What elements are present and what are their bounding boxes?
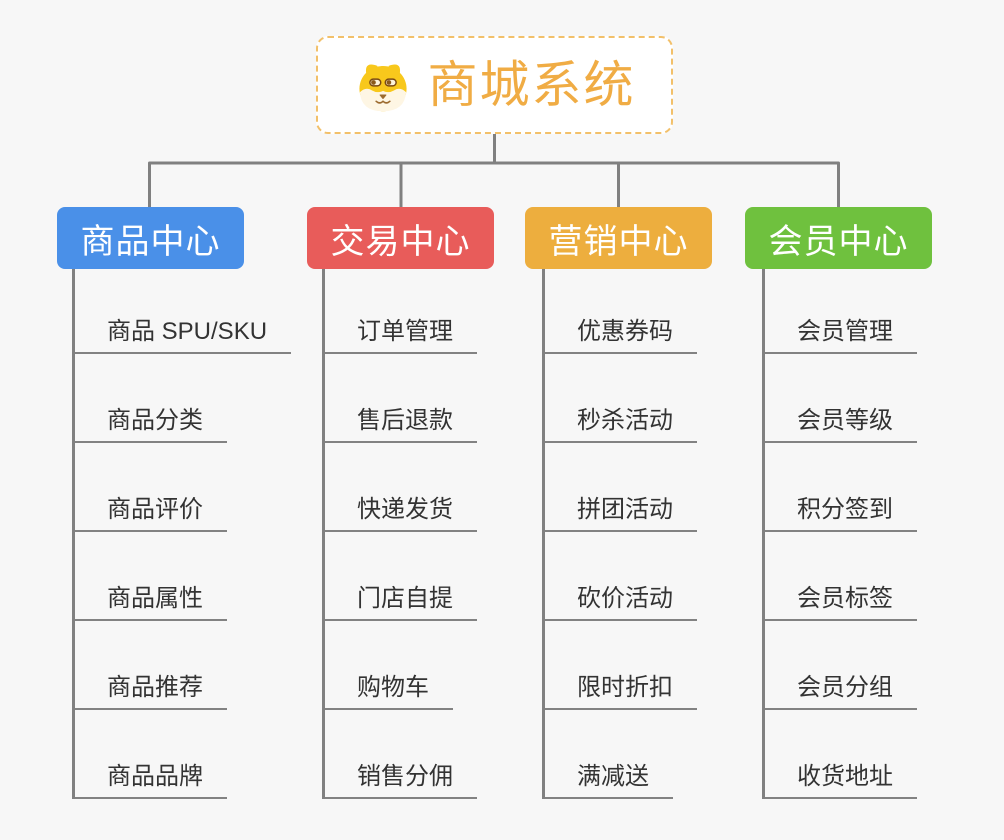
node-flash-sale[interactable]: 秒杀活动 [545, 407, 697, 443]
marketing-children-column: 优惠券码 秒杀活动 拼团活动 砍价活动 限时折扣 满减送 [542, 269, 697, 799]
branch-member-center[interactable]: 会员中心 [745, 207, 932, 269]
node-member-level[interactable]: 会员等级 [765, 407, 917, 443]
node-product-category[interactable]: 商品分类 [75, 407, 227, 443]
node-points-checkin[interactable]: 积分签到 [765, 496, 917, 532]
child-row: 砍价活动 [545, 532, 697, 621]
child-row: 会员分组 [765, 621, 917, 710]
branch-bracket-line [148, 161, 840, 207]
child-row: 会员等级 [765, 354, 917, 443]
node-coupon-code[interactable]: 优惠券码 [545, 318, 697, 354]
branch-trade-center[interactable]: 交易中心 [307, 207, 494, 269]
node-limited-time-discount[interactable]: 限时折扣 [545, 674, 697, 710]
node-bargain-activity[interactable]: 砍价活动 [545, 585, 697, 621]
child-row: 商品属性 [75, 532, 291, 621]
branch-product-center[interactable]: 商品中心 [57, 207, 244, 269]
child-row: 商品 SPU/SKU [75, 269, 292, 354]
child-row: 秒杀活动 [545, 354, 697, 443]
node-product-attribute[interactable]: 商品属性 [75, 585, 227, 621]
node-member-tag[interactable]: 会员标签 [765, 585, 917, 621]
child-row: 快递发货 [325, 443, 477, 532]
node-store-pickup[interactable]: 门店自提 [325, 585, 477, 621]
child-row: 商品品牌 [75, 710, 291, 799]
child-row: 拼团活动 [545, 443, 697, 532]
child-row: 门店自提 [325, 532, 477, 621]
node-member-group[interactable]: 会员分组 [765, 674, 917, 710]
child-row: 收货地址 [765, 710, 917, 799]
child-row: 满减送 [545, 710, 697, 799]
root-node[interactable]: 商城系统 [316, 36, 673, 134]
member-children-column: 会员管理 会员等级 积分签到 会员标签 会员分组 收货地址 [762, 269, 917, 799]
product-children-column: 商品 SPU/SKU 商品分类 商品评价 商品属性 商品推荐 商品品牌 [72, 269, 292, 799]
node-product-brand[interactable]: 商品品牌 [75, 763, 227, 799]
child-row: 商品分类 [75, 354, 291, 443]
child-row: 订单管理 [325, 269, 477, 354]
node-member-management[interactable]: 会员管理 [765, 318, 917, 354]
child-row: 限时折扣 [545, 621, 697, 710]
dog-icon [358, 64, 407, 112]
root-title: 商城系统 [427, 57, 636, 113]
child-row: 会员管理 [765, 269, 917, 354]
child-row: 销售分佣 [325, 710, 477, 799]
branch-marketing-center[interactable]: 营销中心 [525, 207, 712, 269]
child-row: 优惠券码 [545, 269, 697, 354]
node-product-review[interactable]: 商品评价 [75, 496, 227, 532]
node-order-management[interactable]: 订单管理 [325, 318, 477, 354]
node-product-spu-sku[interactable]: 商品 SPU/SKU [75, 318, 292, 354]
node-full-reduction[interactable]: 满减送 [545, 763, 673, 799]
child-row: 商品评价 [75, 443, 291, 532]
trade-children-column: 订单管理 售后退款 快递发货 门店自提 购物车 销售分佣 [322, 269, 477, 799]
node-product-recommend[interactable]: 商品推荐 [75, 674, 227, 710]
node-group-buy[interactable]: 拼团活动 [545, 496, 697, 532]
child-row: 商品推荐 [75, 621, 291, 710]
child-row: 购物车 [325, 621, 477, 710]
child-row: 会员标签 [765, 532, 917, 621]
node-express-delivery[interactable]: 快递发货 [325, 496, 477, 532]
node-sales-commission[interactable]: 销售分佣 [325, 763, 477, 799]
child-row: 积分签到 [765, 443, 917, 532]
node-shipping-address[interactable]: 收货地址 [765, 763, 917, 799]
node-shopping-cart[interactable]: 购物车 [325, 674, 453, 710]
node-after-sale-refund[interactable]: 售后退款 [325, 407, 477, 443]
child-row: 售后退款 [325, 354, 477, 443]
